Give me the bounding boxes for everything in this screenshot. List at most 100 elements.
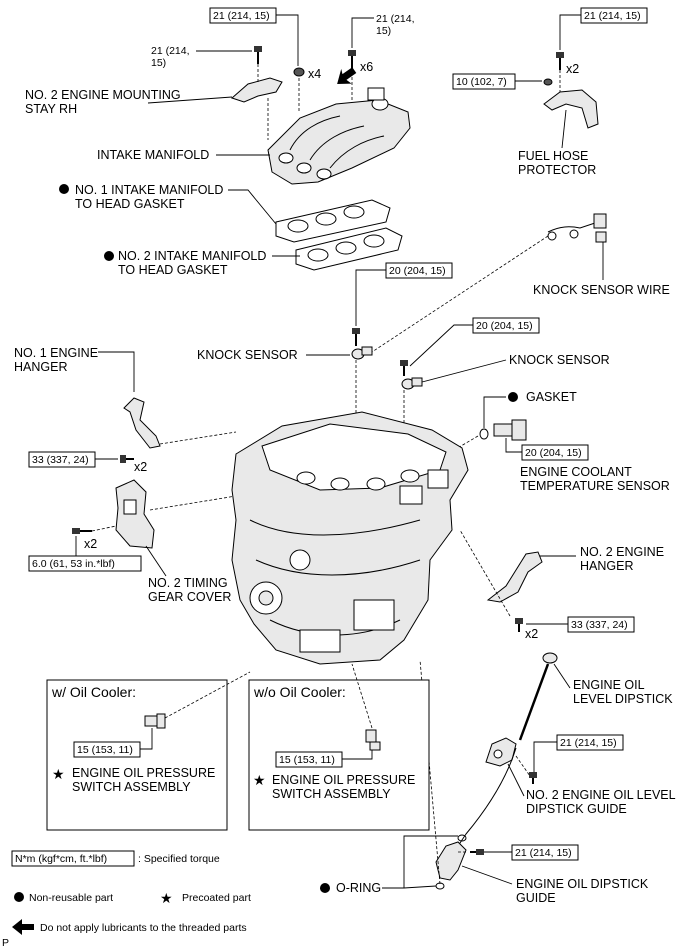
engine-mounting-stay-rh [231, 64, 283, 103]
precoated-icon: ★ [52, 766, 65, 782]
svg-text:NO. 2 ENGINE OIL LEVEL: NO. 2 ENGINE OIL LEVEL [526, 788, 676, 802]
torque-timing: 6.0 (61, 53 in.*lbf) [28, 536, 142, 572]
svg-text:20 (204, 15): 20 (204, 15) [476, 320, 533, 332]
svg-text:15): 15) [151, 57, 166, 69]
svg-text:NO. 2 TIMING: NO. 2 TIMING [148, 576, 228, 590]
torque-hanger1: 33 (337, 24) [28, 451, 118, 468]
fuel-bolt-icon [556, 52, 564, 70]
svg-text:20 (204, 15): 20 (204, 15) [525, 447, 582, 459]
no1-intake-manifold-gasket [275, 199, 391, 243]
stay-bolt-icon [254, 46, 262, 64]
svg-text:FUEL HOSE: FUEL HOSE [518, 149, 588, 163]
nonreusable-icon [59, 184, 69, 194]
svg-text:DIPSTICK GUIDE: DIPSTICK GUIDE [526, 802, 627, 816]
svg-text:x6: x6 [360, 60, 373, 74]
svg-text:33 (337, 24): 33 (337, 24) [571, 619, 628, 631]
torque-knock-b: 20 (204, 15) [409, 317, 540, 367]
knock-sensor-b-icon [400, 360, 423, 390]
svg-text:w/o Oil Cooler:: w/o Oil Cooler: [253, 684, 346, 700]
svg-text:21 (214, 15): 21 (214, 15) [515, 847, 572, 859]
svg-text:w/ Oil Cooler:: w/ Oil Cooler: [51, 684, 136, 700]
svg-text:GEAR COVER: GEAR COVER [148, 590, 231, 604]
nonreusable-icon [508, 392, 518, 402]
svg-text:21 (214,: 21 (214, [151, 45, 190, 57]
torque-coolant: 20 (204, 15) [505, 438, 589, 461]
oil-pressure-switch-b [365, 729, 381, 751]
svg-text:HANGER: HANGER [580, 559, 633, 573]
svg-text:GUIDE: GUIDE [516, 891, 556, 905]
svg-text:STAY RH: STAY RH [25, 102, 77, 116]
torque-switch-b: 15 (153, 11) [275, 750, 373, 768]
svg-text:Precoated part: Precoated part [182, 892, 251, 904]
intake-manifold [267, 72, 411, 185]
torque-knock-a: 20 (204, 15) [355, 262, 453, 326]
timing-bolt-icon [72, 528, 92, 534]
no2-engine-oil-level-dipstick-guide [485, 737, 517, 767]
torque-fuel-top: 21 (214, 15) [559, 7, 648, 50]
svg-text:P: P [2, 937, 9, 949]
svg-text:10 (102, 7): 10 (102, 7) [456, 76, 507, 88]
svg-text:TO HEAD GASKET: TO HEAD GASKET [75, 197, 185, 211]
no-lube-arrow-icon [337, 67, 357, 84]
svg-text:N*m (kgf*cm, ft.*lbf): N*m (kgf*cm, ft.*lbf) [15, 853, 107, 865]
svg-text:ENGINE OIL PRESSURE: ENGINE OIL PRESSURE [272, 773, 415, 787]
svg-text:6.0 (61, 53 in.*lbf): 6.0 (61, 53 in.*lbf) [32, 558, 115, 570]
torque-switch-a: 15 (153, 11) [73, 728, 153, 758]
fuel-hose-protector [543, 70, 599, 129]
no1-engine-hanger [123, 397, 161, 449]
manifold-nut-icon [293, 67, 305, 77]
svg-text:HANGER: HANGER [14, 360, 67, 374]
svg-text:NO. 2 ENGINE: NO. 2 ENGINE [580, 545, 664, 559]
svg-text:x2: x2 [525, 627, 538, 641]
svg-text:NO. 2 INTAKE MANIFOLD: NO. 2 INTAKE MANIFOLD [118, 249, 266, 263]
svg-text:21 (214, 15): 21 (214, 15) [213, 10, 270, 22]
engine-oil-dipstick-guide [435, 747, 517, 890]
engine-coolant-temperature-sensor [493, 419, 527, 441]
manifold-bolt-icon [348, 50, 356, 70]
nonreusable-icon [104, 251, 114, 261]
svg-text:TEMPERATURE SENSOR: TEMPERATURE SENSOR [520, 479, 670, 493]
svg-text:O-RING: O-RING [336, 881, 381, 895]
engine-assembly [231, 411, 469, 665]
fuel-nut-icon [543, 78, 553, 86]
hanger2-bolt-icon [515, 618, 523, 632]
torque-stay: 21 (214, 15) [151, 45, 252, 69]
no2-engine-hanger [486, 551, 543, 603]
svg-text:NO. 1 ENGINE: NO. 1 ENGINE [14, 346, 98, 360]
engine-oil-level-dipstick [518, 652, 558, 741]
svg-text:Non-reusable part: Non-reusable part [29, 892, 113, 904]
svg-text:ENGINE COOLANT: ENGINE COOLANT [520, 465, 632, 479]
svg-text:20 (204, 15): 20 (204, 15) [389, 265, 446, 277]
legend: N*m (kgf*cm, ft.*lbf) : Specified torque… [2, 850, 251, 949]
svg-text:NO. 1 INTAKE MANIFOLD: NO. 1 INTAKE MANIFOLD [75, 183, 223, 197]
svg-text:Do not apply lubricants to the: Do not apply lubricants to the threaded … [40, 922, 247, 934]
oil-pressure-switch-a [144, 713, 166, 729]
guide-bolt-icon [470, 849, 484, 855]
svg-text:21 (214, 15): 21 (214, 15) [560, 737, 617, 749]
svg-text:: Specified torque: : Specified torque [138, 853, 220, 865]
svg-text:15 (153, 11): 15 (153, 11) [77, 744, 133, 756]
without-oil-cooler-box: w/o Oil Cooler: 15 (153, 11) ENGINE OIL … [248, 679, 430, 831]
no2-timing-gear-cover [115, 479, 155, 549]
knock-sensor-a-icon [351, 328, 373, 360]
torque-manifold-nut: 21 (214, 15) [209, 7, 299, 66]
svg-text:x2: x2 [566, 62, 579, 76]
svg-text:15 (153, 11): 15 (153, 11) [279, 754, 335, 766]
hanger1-bolt-icon [120, 455, 134, 463]
nonreusable-icon [320, 883, 330, 893]
svg-text:x2: x2 [134, 460, 147, 474]
with-oil-cooler-box: w/ Oil Cooler: 15 (153, 11) ENGINE OIL P… [46, 679, 228, 831]
svg-text:33 (337, 24): 33 (337, 24) [32, 454, 89, 466]
svg-text:INTAKE MANIFOLD: INTAKE MANIFOLD [97, 148, 209, 162]
svg-text:PROTECTOR: PROTECTOR [518, 163, 596, 177]
svg-text:SWITCH ASSEMBLY: SWITCH ASSEMBLY [72, 780, 191, 794]
svg-text:x4: x4 [308, 67, 321, 81]
arrow-left-icon [12, 919, 34, 935]
no2-intake-manifold-gasket [295, 227, 403, 271]
svg-text:SWITCH ASSEMBLY: SWITCH ASSEMBLY [272, 787, 391, 801]
svg-text:ENGINE OIL DIPSTICK: ENGINE OIL DIPSTICK [516, 877, 649, 891]
svg-text:KNOCK SENSOR: KNOCK SENSOR [197, 348, 298, 362]
svg-text:ENGINE OIL PRESSURE: ENGINE OIL PRESSURE [72, 766, 215, 780]
svg-text:NO. 2 ENGINE MOUNTING: NO. 2 ENGINE MOUNTING [25, 88, 181, 102]
